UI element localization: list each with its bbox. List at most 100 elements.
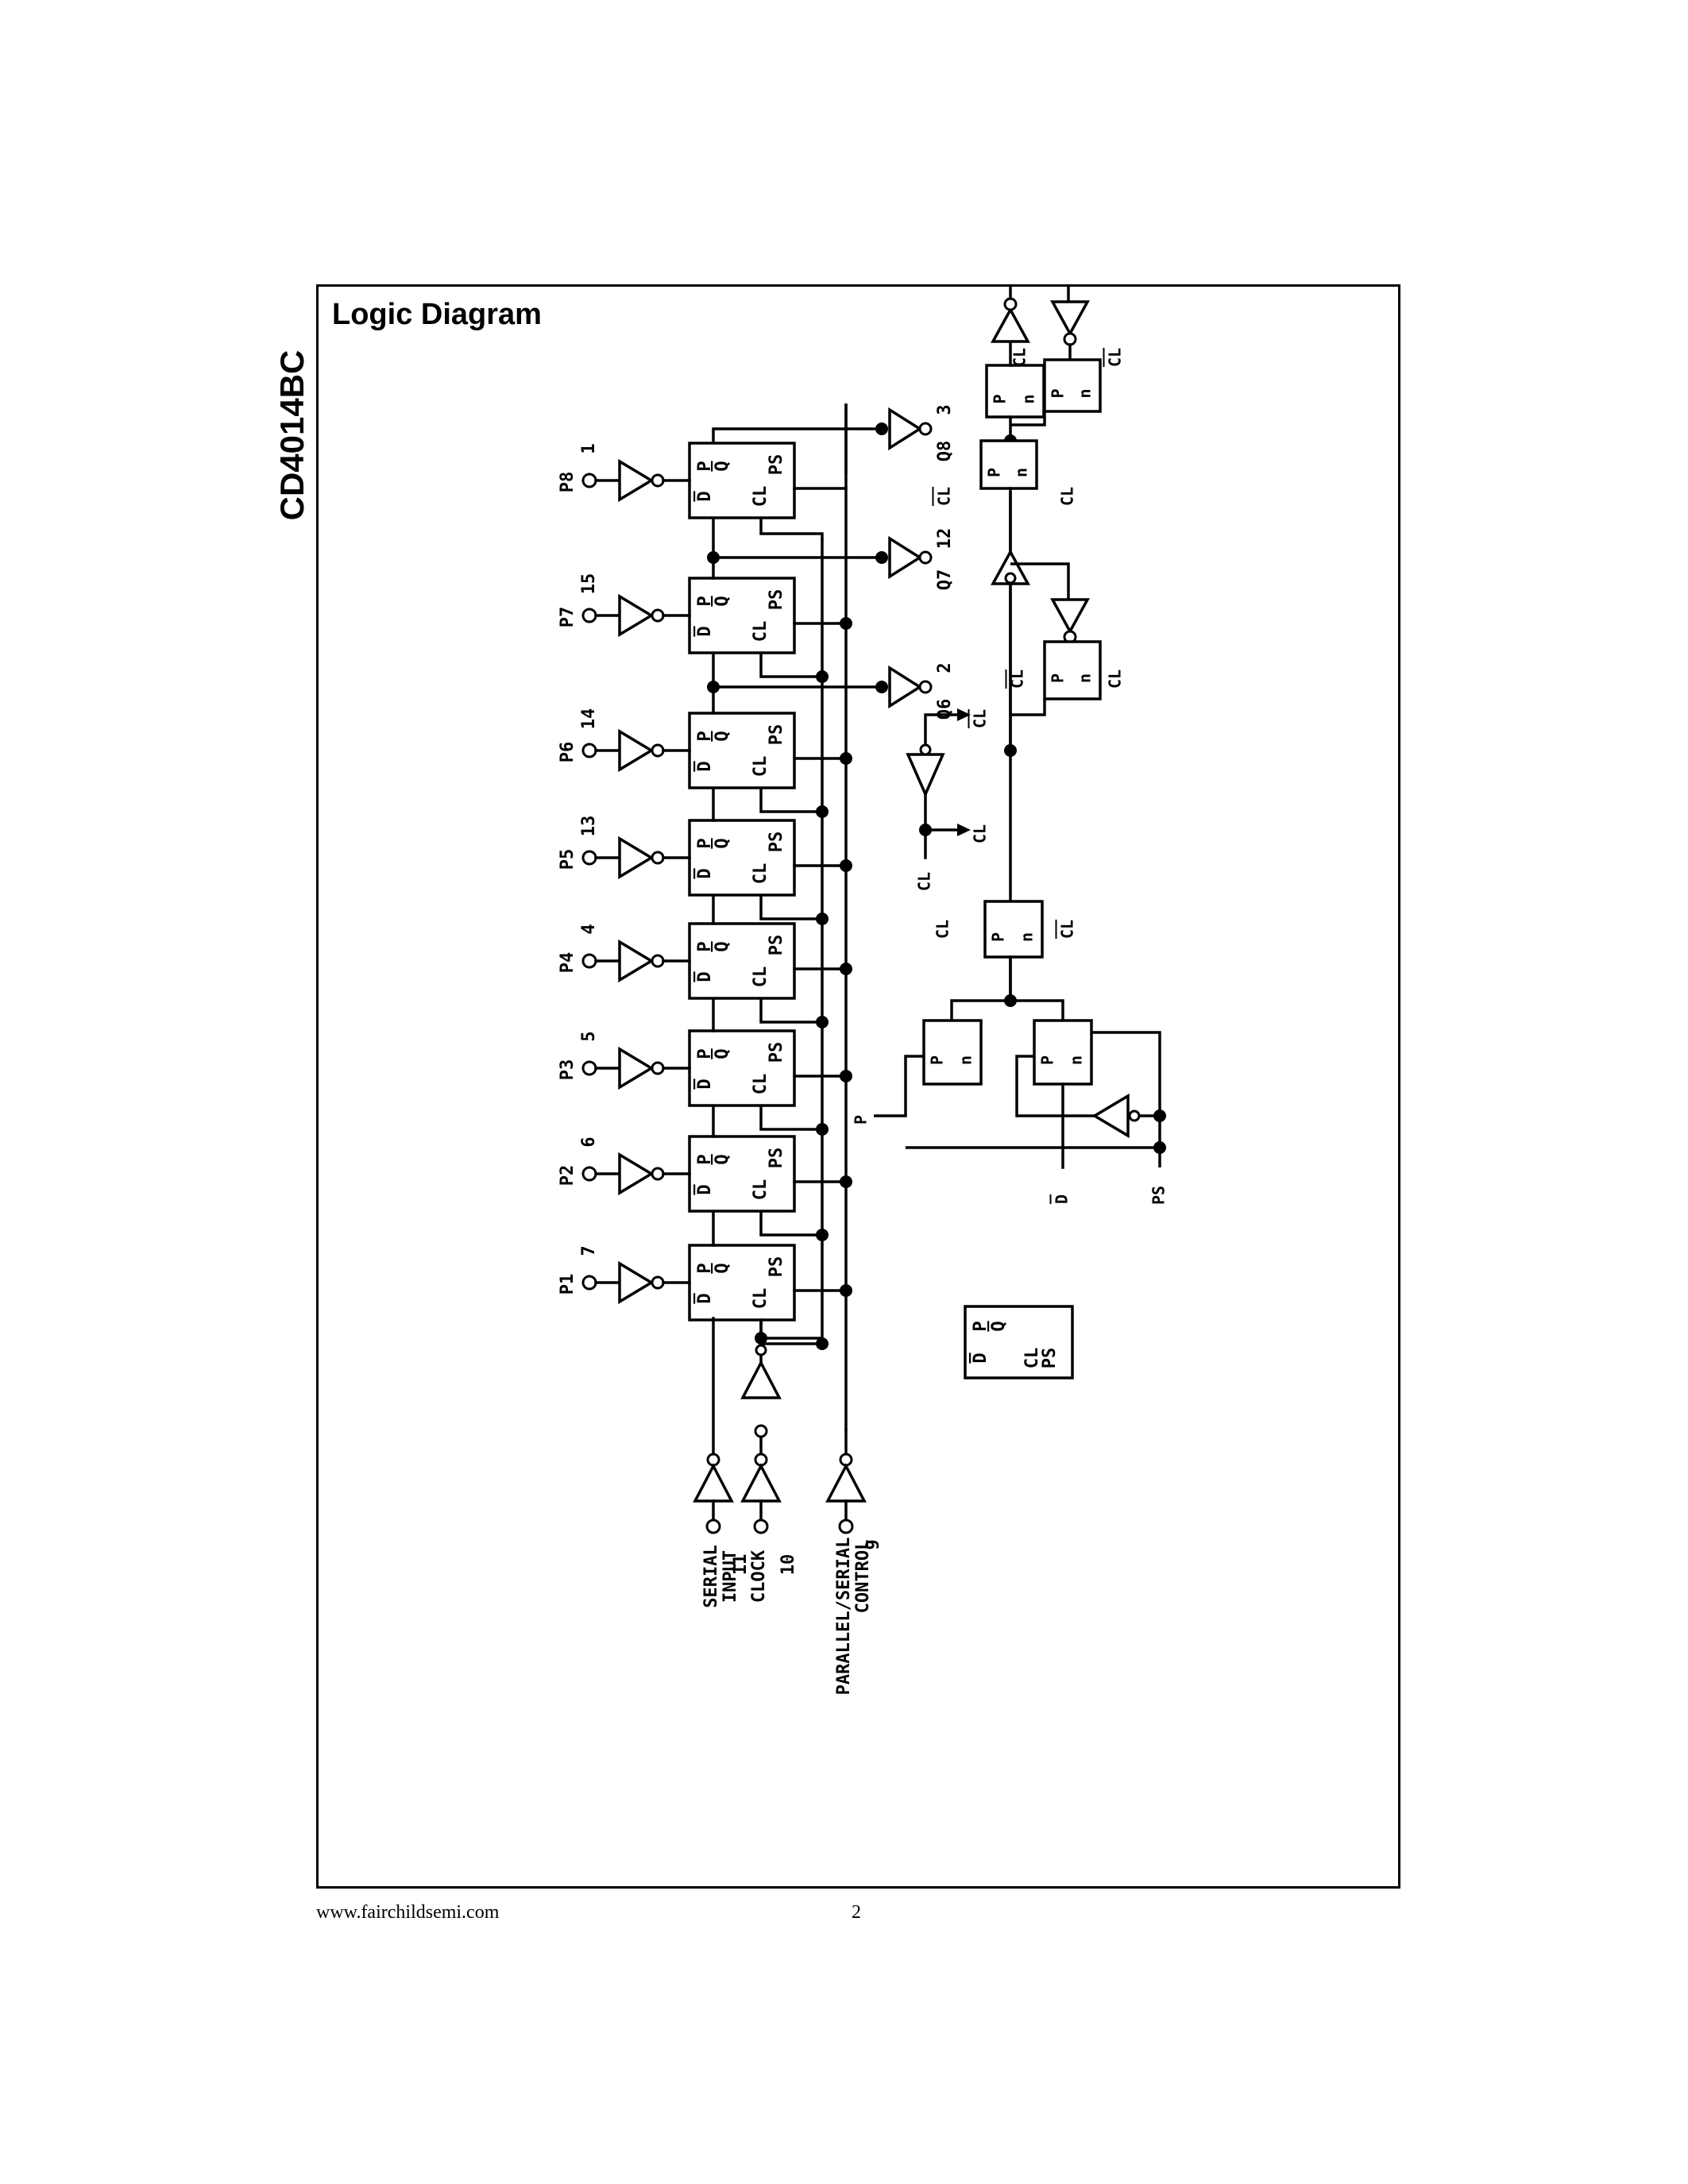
flipflop-pin-p: P [695, 941, 715, 951]
inversion-bubble [838, 1518, 854, 1534]
flipflop-pin-p: P [695, 731, 715, 741]
flipflop-pin-ps: PS [767, 724, 786, 746]
tg-n-label: n [1012, 468, 1031, 477]
logic-diagram: DPQCLPSP17DPQCLPSP26DPQCLPSP35DPQCLPSP44… [558, 284, 1168, 1696]
flipflop-pin-q: Q [713, 838, 732, 848]
clock-wire [759, 1320, 822, 1345]
detail-ps-input-label: PS [1149, 1186, 1168, 1205]
transmission-gate [1043, 358, 1102, 413]
legend-flipflop-block [964, 1305, 1074, 1379]
stage-label: P1 [558, 1274, 577, 1295]
flipflop-pin-d: D [695, 491, 715, 501]
flipflop-pin-cl: CL [751, 1179, 771, 1201]
inversion-bubble [651, 851, 665, 865]
flipflop-pin-ps: PS [767, 1148, 786, 1169]
legend-pin-q: Q [989, 1321, 1009, 1331]
clock-gen-arrow [957, 824, 971, 836]
detail-feedback-buffer [1050, 598, 1090, 635]
junction-dot [875, 681, 888, 693]
output-pin-number: 3 [935, 404, 955, 415]
tg-p-label: P [1049, 388, 1068, 398]
detail-cl-label: CL [1010, 348, 1029, 367]
stage-pin-number: 7 [579, 1245, 599, 1256]
output-pin-number: 2 [935, 662, 955, 673]
control-input-buffer [825, 1463, 867, 1503]
flipflop-pin-cl: CL [751, 1074, 771, 1095]
parallel-input-buffer [618, 1046, 655, 1090]
transmission-gate [985, 364, 1045, 419]
junction-dot [816, 1337, 829, 1350]
junction-dot [816, 805, 829, 818]
junction-dot [1004, 744, 1017, 757]
inversion-bubble [918, 680, 933, 694]
clock-wire [759, 788, 822, 813]
flipflop-pin-q: Q [713, 1263, 732, 1273]
flipflop-pin-p: P [695, 596, 715, 606]
input-label-2: CONTROL [853, 1540, 873, 1614]
transmission-gate [922, 1019, 983, 1086]
flipflop-pin-q: Q [713, 461, 732, 471]
legend-pin-cl: CL [1022, 1348, 1042, 1369]
detail-wire [874, 1055, 924, 1117]
detail-wire [906, 1146, 1161, 1167]
flipflop-pin-ps: PS [767, 454, 786, 476]
inversion-bubble [919, 743, 932, 756]
inversion-bubble [705, 1518, 721, 1534]
flipflop-pin-cl: CL [751, 1288, 771, 1310]
inversion-bubble [651, 608, 665, 623]
inversion-bubble [1004, 572, 1017, 585]
stage-label: P7 [558, 607, 577, 628]
stage-label: P6 [558, 742, 577, 763]
legend-pin-ps: PS [1040, 1348, 1060, 1369]
input-label: PARALLEL/SERIAL [834, 1538, 854, 1696]
detail-cl-bar-label: CL [1008, 669, 1027, 689]
tg-n-label: n [1076, 673, 1095, 683]
inversion-bubble [581, 1060, 597, 1076]
parallel-input-buffer [618, 728, 655, 773]
detail-d-input-label: D [1053, 1194, 1072, 1204]
output-buffer [888, 665, 923, 709]
detail-cl-bar-label: CL [935, 487, 954, 506]
detail-p-input-label: P [852, 1115, 871, 1125]
page-number: 2 [852, 1902, 861, 1923]
flipflop-pin-ps: PS [767, 589, 786, 611]
flipflop-pin-d: D [695, 971, 715, 982]
stage-pin-number: 4 [579, 924, 599, 934]
junction-dot [840, 1175, 852, 1188]
flipflop-pin-p: P [695, 1048, 715, 1059]
flipflop-pin-d: D [695, 1184, 715, 1194]
inversion-bubble [1063, 332, 1077, 346]
detail-cl-label: CL [971, 824, 990, 843]
inversion-bubble [753, 1518, 769, 1534]
clock-wire [759, 653, 822, 678]
junction-dot [816, 1123, 829, 1136]
inversion-bubble [651, 1061, 665, 1075]
inversion-bubble [581, 743, 597, 758]
inversion-bubble [581, 608, 597, 623]
output-wire [712, 427, 882, 443]
junction-dot [875, 551, 888, 564]
junction-dot [840, 859, 852, 872]
detail-wire [1010, 699, 1046, 716]
inversion-bubble [651, 473, 665, 488]
clock-wire [759, 1106, 822, 1131]
clock-gen-arrow [957, 708, 971, 721]
flipflop-pin-q: Q [713, 941, 732, 951]
junction-dot [840, 752, 852, 765]
output-label: Q6 [935, 699, 955, 720]
stage-label: P8 [558, 472, 577, 493]
flipflop-pin-ps: PS [767, 935, 786, 956]
flipflop-block [688, 819, 796, 897]
input-pin-number: 9 [863, 1539, 883, 1549]
flipflop-pin-q: Q [713, 596, 732, 606]
stage-pin-number: 13 [579, 816, 599, 837]
parallel-input-buffer [618, 1152, 655, 1196]
flipflop-block [688, 1135, 796, 1213]
flipflop-pin-cl: CL [751, 756, 771, 778]
stage-pin-number: 6 [579, 1136, 599, 1147]
junction-dot [816, 1016, 829, 1028]
stage-pin-number: 14 [579, 708, 599, 730]
inversion-bubble [754, 1424, 768, 1438]
detail-wire [1010, 411, 1046, 426]
flipflop-pin-d: D [695, 626, 715, 636]
